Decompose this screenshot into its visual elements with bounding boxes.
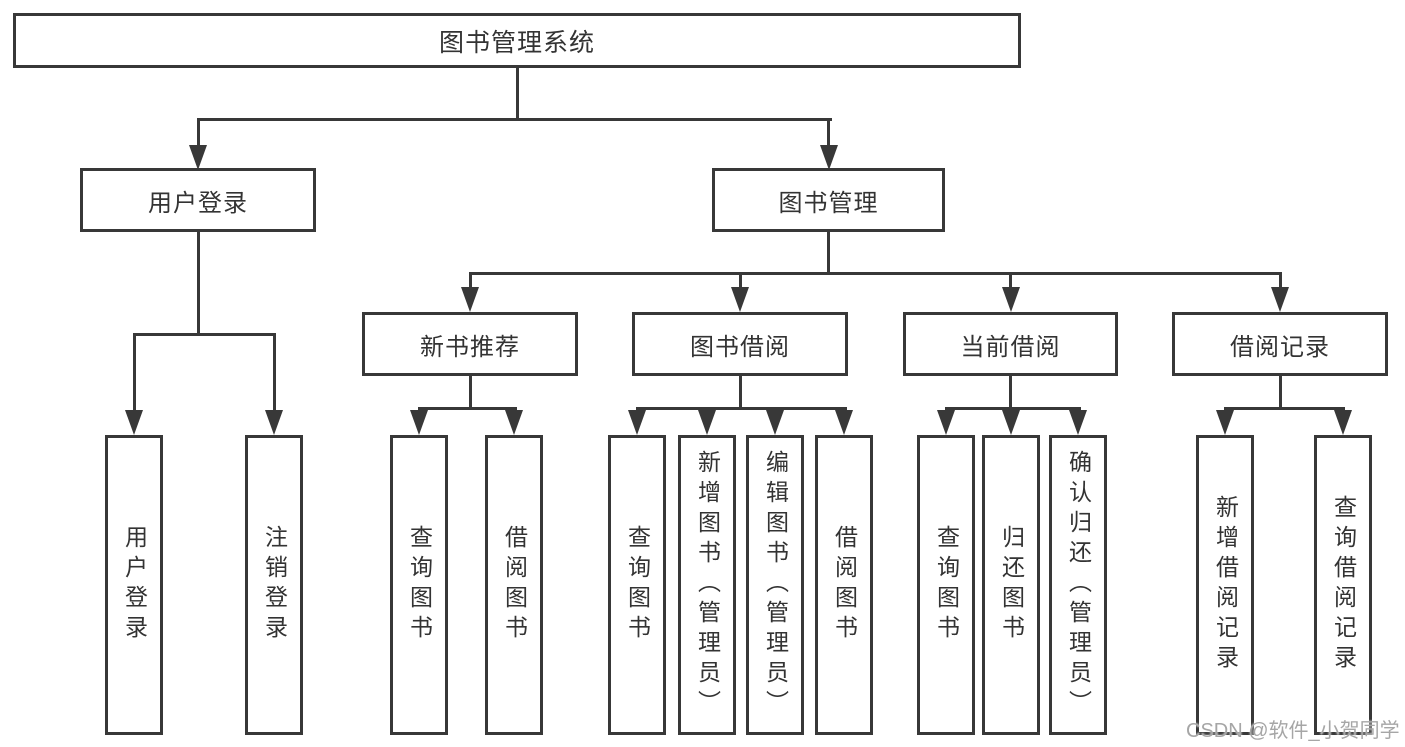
leaf-query-books-borrowing: 查询图书 [608, 435, 666, 735]
leaf-label: 查询图书 [624, 525, 651, 645]
connector-line [738, 376, 742, 409]
leaf-label: 借阅图书 [831, 525, 858, 645]
node-book-borrowing: 图书借阅 [632, 312, 848, 376]
leaf-query-books-newbooks: 查询图书 [390, 435, 448, 735]
arrow-down-icon [410, 410, 428, 435]
leaf-query-books-current: 查询图书 [917, 435, 975, 735]
arrow-down-icon [937, 410, 955, 435]
connector-line [132, 333, 276, 336]
arrow-down-icon [1069, 410, 1087, 435]
leaf-label: 编辑图书（管理员） [762, 450, 789, 720]
arrow-down-icon [1334, 410, 1352, 435]
leaf-edit-book-admin: 编辑图书（管理员） [746, 435, 804, 735]
node-new-book-recommendation: 新书推荐 [362, 312, 578, 376]
leaf-label: 新增借阅记录 [1212, 495, 1239, 675]
connector-line [468, 376, 472, 409]
leaf-return-books: 归还图书 [982, 435, 1040, 735]
leaf-query-borrow-record: 查询借阅记录 [1314, 435, 1372, 735]
arrow-down-icon [1001, 287, 1020, 312]
node-label: 用户登录 [148, 189, 248, 217]
connector-line [417, 407, 517, 410]
arrow-down-icon [731, 287, 749, 312]
connector-line [196, 118, 832, 121]
connector-line [1223, 407, 1345, 410]
leaf-label: 新增图书（管理员） [694, 450, 721, 720]
arrow-down-icon [1216, 410, 1234, 435]
node-current-borrowing: 当前借阅 [903, 312, 1118, 376]
node-library-management-system: 图书管理系统 [13, 13, 1021, 68]
node-label: 图书管理系统 [438, 28, 595, 57]
connector-line [1009, 272, 1012, 290]
leaf-borrow-books-newbooks: 借阅图书 [485, 435, 543, 735]
arrow-down-icon [1271, 287, 1289, 312]
leaf-label: 确认归还（管理员） [1065, 450, 1092, 720]
leaf-label: 查询借阅记录 [1330, 495, 1357, 675]
node-borrowing-records: 借阅记录 [1172, 312, 1388, 376]
leaf-add-borrow-record: 新增借阅记录 [1196, 435, 1254, 735]
node-user-login: 用户登录 [80, 168, 316, 232]
arrow-down-icon [265, 410, 283, 435]
leaf-label: 归还图书 [998, 525, 1025, 645]
node-label: 当前借阅 [960, 333, 1061, 361]
connector-line [196, 232, 200, 336]
arrow-down-icon [766, 410, 784, 435]
leaf-borrow-books-borrowing: 借阅图书 [815, 435, 873, 735]
node-label: 图书借阅 [690, 333, 790, 361]
connector-line [1009, 376, 1012, 409]
watermark-csdn: CSDN @软件_小贺同学 [1186, 720, 1400, 742]
connector-line [827, 118, 830, 150]
leaf-label: 用户登录 [121, 525, 148, 645]
arrow-down-icon [1002, 410, 1020, 435]
leaf-label: 查询图书 [933, 525, 960, 645]
connector-line [827, 232, 830, 275]
leaf-label: 借阅图书 [501, 525, 528, 645]
leaf-user-login: 用户登录 [105, 435, 163, 735]
arrow-down-icon [505, 410, 523, 435]
arrow-down-icon [461, 287, 479, 312]
leaf-label: 查询图书 [406, 525, 433, 645]
arrow-down-icon [835, 410, 853, 435]
connector-line [635, 407, 847, 410]
leaf-logout: 注销登录 [245, 435, 303, 735]
arrow-down-icon [125, 410, 143, 435]
connector-line [515, 68, 519, 121]
node-book-management: 图书管理 [712, 168, 945, 232]
connector-line [944, 407, 1081, 410]
node-label: 新书推荐 [420, 333, 520, 361]
leaf-label: 注销登录 [261, 525, 288, 645]
leaf-confirm-return-admin: 确认归还（管理员） [1049, 435, 1107, 735]
arrow-down-icon [189, 145, 207, 170]
node-label: 图书管理 [778, 189, 879, 217]
arrow-down-icon [698, 410, 716, 435]
connector-line [468, 272, 472, 290]
connector-line [196, 118, 200, 150]
node-label: 借阅记录 [1230, 333, 1330, 361]
connector-line [132, 333, 136, 413]
arrow-down-icon [628, 410, 646, 435]
connector-line [468, 272, 1282, 275]
leaf-add-book-admin: 新增图书（管理员） [678, 435, 736, 735]
connector-line [1278, 376, 1282, 409]
arrow-down-icon [819, 145, 838, 170]
connector-line [272, 333, 276, 413]
connector-line [738, 272, 742, 290]
connector-line [1278, 272, 1282, 290]
